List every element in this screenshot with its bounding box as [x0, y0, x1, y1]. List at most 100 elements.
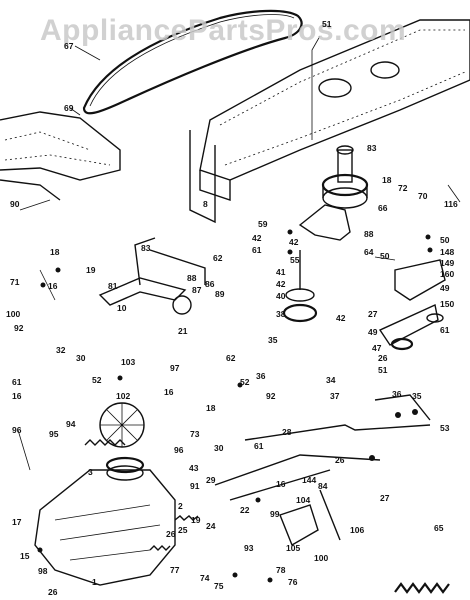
pulley-83: [321, 145, 369, 209]
idler-arm: [378, 259, 446, 351]
callout: 61: [440, 325, 450, 335]
transmission: [34, 456, 176, 586]
callout: 66: [378, 203, 388, 213]
callout: 88: [364, 229, 374, 239]
callout: 59: [258, 219, 268, 229]
callout: 100: [314, 553, 329, 563]
callout: 61: [254, 441, 264, 451]
callout: 19: [191, 515, 201, 525]
callout: 91: [190, 481, 200, 491]
callout: 74: [200, 573, 210, 583]
callout: 52: [240, 377, 250, 387]
callout: 90: [10, 199, 20, 209]
callout: 26: [166, 529, 176, 539]
callout: 104: [296, 495, 311, 505]
callout: 37: [330, 391, 340, 401]
callout: 144: [302, 475, 317, 485]
callout: 61: [12, 377, 22, 387]
callout: 16: [276, 479, 286, 489]
callout: 65: [434, 523, 444, 533]
callout: 100: [6, 309, 21, 319]
frame-plate: [189, 19, 470, 224]
callout: 42: [289, 237, 299, 247]
callout: 49: [440, 283, 450, 293]
callout: 70: [418, 191, 428, 201]
callout: 86: [205, 279, 215, 289]
callout: 93: [244, 543, 254, 553]
callout: 67: [64, 41, 74, 51]
callout: 43: [189, 463, 199, 473]
callout: 84: [318, 481, 328, 491]
callout: 21: [178, 326, 188, 336]
callout: 30: [214, 443, 224, 453]
callout: 22: [240, 505, 250, 515]
callout: 18: [382, 175, 392, 185]
callout: 78: [276, 565, 286, 575]
callout: 75: [214, 581, 224, 591]
callout: 50: [440, 235, 450, 245]
pulley-38: [282, 250, 318, 323]
callout: 10: [117, 303, 127, 313]
callout: 64: [364, 247, 374, 257]
callout: 83: [367, 143, 377, 153]
callout: 97: [170, 363, 180, 373]
callout: 42: [252, 233, 262, 243]
callout: 61: [252, 245, 262, 255]
callout: 105: [286, 543, 301, 553]
callout: 94: [66, 419, 76, 429]
callout: 83: [141, 243, 151, 253]
callout: 49: [368, 327, 378, 337]
callout: 160: [440, 269, 455, 279]
callout: 95: [49, 429, 59, 439]
callout: 88: [187, 273, 197, 283]
rods: [214, 394, 431, 501]
front-axle: [0, 111, 121, 201]
callout: 15: [20, 551, 30, 561]
callout: 103: [121, 357, 136, 367]
callout: 47: [372, 343, 382, 353]
callout: 62: [213, 253, 223, 263]
callout: 36: [256, 371, 266, 381]
callout: 16: [12, 391, 22, 401]
callout: 51: [378, 365, 388, 375]
leader-lines: [17, 35, 461, 471]
callout: 29: [206, 475, 216, 485]
callout: 96: [174, 445, 184, 455]
callout: 92: [14, 323, 24, 333]
callout: 36: [392, 389, 402, 399]
callout: 24: [206, 521, 216, 531]
shift-lever: [98, 237, 206, 315]
callout: 30: [76, 353, 86, 363]
callout: 71: [10, 277, 20, 287]
callout: 96: [12, 425, 22, 435]
callout: 1: [92, 577, 97, 587]
callout: 35: [268, 335, 278, 345]
callout: 19: [86, 265, 96, 275]
drive-belt: [82, 9, 303, 115]
callout: 50: [380, 251, 390, 261]
callout: 116: [444, 199, 458, 209]
callout: 148: [440, 247, 455, 257]
callout: 8: [203, 199, 208, 209]
fasteners: [37, 229, 433, 583]
callout: 51: [322, 19, 332, 29]
bracket-66: [298, 204, 351, 241]
callout: 27: [380, 493, 390, 503]
callout: 76: [288, 577, 298, 587]
callout: 41: [276, 267, 286, 277]
callout: 16: [164, 387, 174, 397]
callout: 18: [50, 247, 60, 257]
callout: 98: [38, 566, 48, 576]
fan-94: [99, 402, 145, 448]
callout: 42: [276, 279, 286, 289]
callout: 102: [116, 391, 131, 401]
callout: 92: [266, 391, 276, 401]
callout: 32: [56, 345, 66, 355]
callout: 52: [92, 375, 102, 385]
springs: [84, 439, 450, 594]
callout: 16: [48, 281, 58, 291]
callout: 106: [350, 525, 365, 535]
callout: 35: [412, 391, 422, 401]
